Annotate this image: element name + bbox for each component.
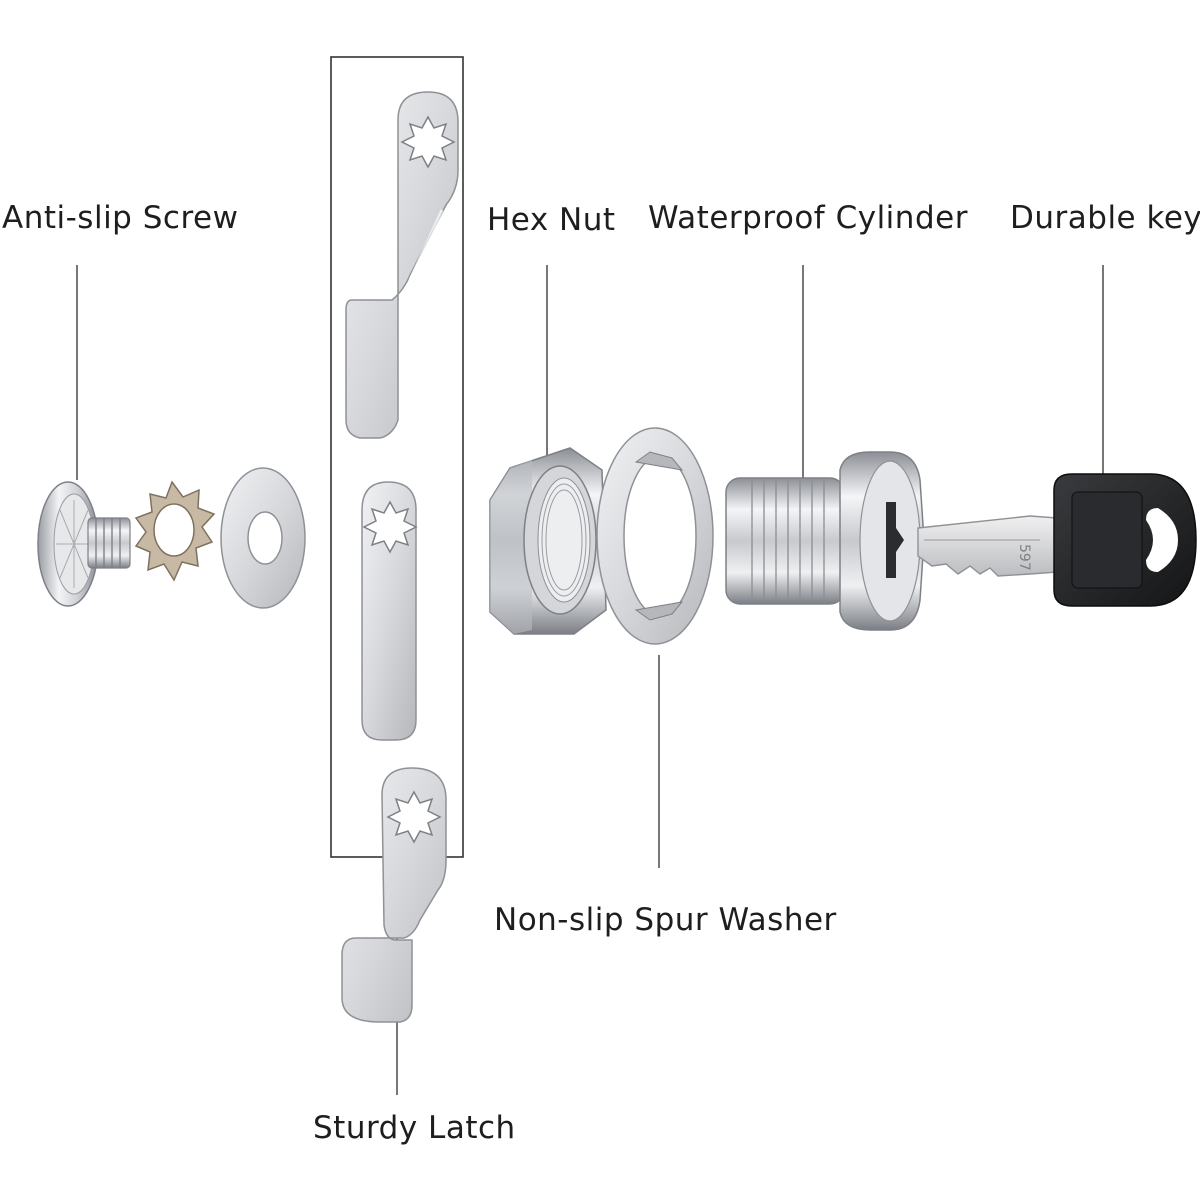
- waterproof-cylinder: [725, 451, 925, 631]
- anti-slip-screw: [37, 481, 131, 607]
- label-durable-key: Durable key: [1010, 200, 1200, 236]
- key-stamp: 597: [1016, 544, 1032, 571]
- hex-nut: [489, 447, 607, 635]
- latch-offset-top: [345, 91, 459, 439]
- star-lock-washer: [134, 480, 216, 582]
- non-slip-spur-washer: [596, 427, 714, 645]
- latch-offset-bottom: [341, 767, 447, 1023]
- label-hex-nut: Hex Nut: [487, 202, 616, 238]
- flat-washer: [220, 467, 306, 609]
- label-non-slip-spur-washer: Non-slip Spur Washer: [494, 902, 837, 938]
- label-waterproof-cylinder: Waterproof Cylinder: [648, 200, 968, 236]
- durable-key: 597: [917, 473, 1197, 607]
- label-anti-slip-screw: Anti-slip Screw: [2, 200, 238, 236]
- label-sturdy-latch: Sturdy Latch: [313, 1110, 516, 1146]
- latch-flat-middle: [361, 481, 418, 741]
